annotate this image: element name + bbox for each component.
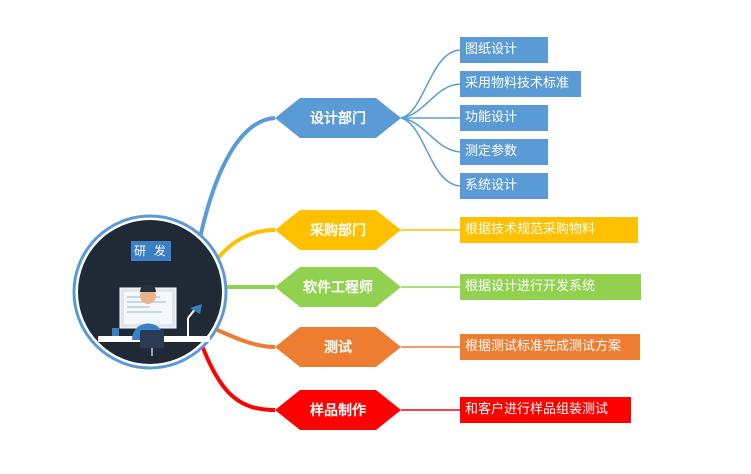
leaf-design-4[interactable]: 测定参数 — [460, 139, 548, 165]
hex-sample-label: 样品制作 — [310, 402, 366, 419]
hex-software[interactable]: 软件工程师 — [275, 267, 401, 307]
leaf-test[interactable]: 根据测试标准完成测试方案 — [460, 334, 640, 360]
fan-design-5 — [400, 117, 461, 187]
connector-test — [212, 326, 276, 349]
center-node[interactable] — [72, 214, 228, 370]
hex-design-label: 设计部门 — [310, 110, 366, 127]
fan-design-1 — [400, 49, 461, 119]
leaf-design-2[interactable]: 采用物料技术标准 — [460, 71, 581, 97]
leaf-purchase[interactable]: 根据技术规范采购物料 — [460, 217, 638, 243]
leaf-design-3[interactable]: 功能设计 — [460, 105, 548, 131]
hex-test-label: 测试 — [324, 339, 352, 356]
fan-design-2 — [400, 83, 461, 119]
hex-sample[interactable]: 样品制作 — [275, 390, 401, 430]
hex-purchase[interactable]: 采购部门 — [275, 210, 401, 250]
hex-purchase-label: 采购部门 — [309, 222, 366, 239]
hex-test[interactable]: 测试 — [275, 327, 401, 367]
leaf-software[interactable]: 根据设计进行开发系统 — [460, 274, 641, 300]
hex-design[interactable]: 设计部门 — [275, 98, 401, 138]
connector-purchase — [216, 228, 276, 260]
fan-design-4 — [400, 117, 461, 153]
connector-design — [198, 116, 276, 239]
leaf-design-5[interactable]: 系统设计 — [460, 173, 548, 199]
leaf-design-1[interactable]: 图纸设计 — [460, 37, 548, 63]
center-label: 研 发 — [131, 241, 171, 261]
hex-software-label: 软件工程师 — [303, 279, 373, 296]
leaf-sample[interactable]: 和客户进行样品组装测试 — [460, 397, 631, 423]
connector-sample — [198, 339, 276, 412]
